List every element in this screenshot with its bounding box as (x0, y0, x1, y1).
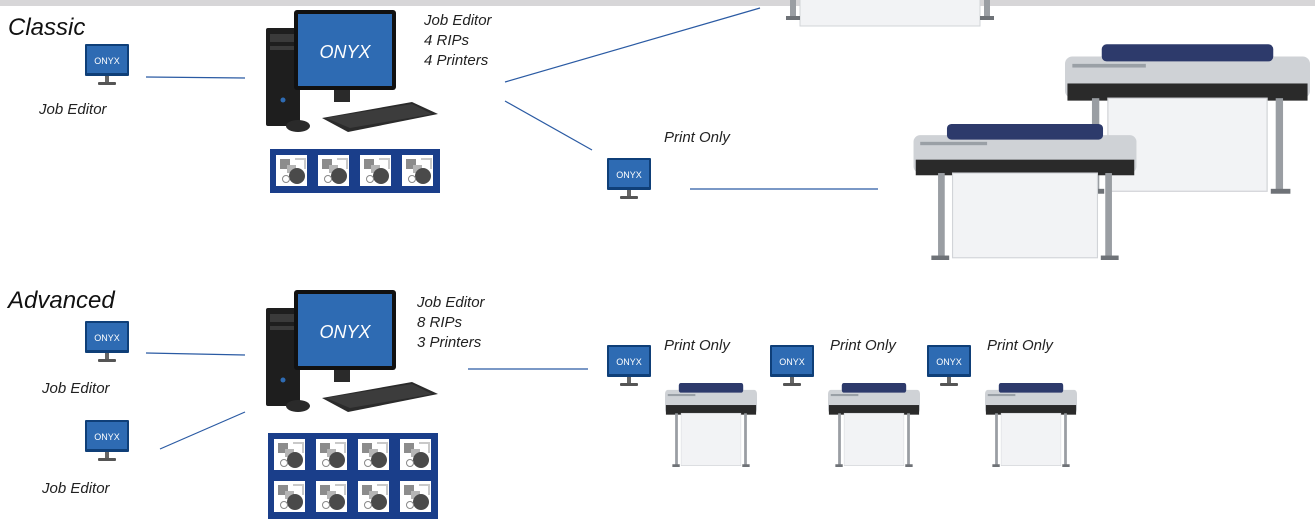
large-format-printer-icon (984, 382, 1078, 468)
onyx-logo: ONYX (616, 170, 642, 180)
server-info-line: 3 Printers (417, 334, 482, 351)
monitor-icon: ONYX (85, 44, 129, 88)
advanced-client1-link (145, 352, 246, 356)
monitor-icon: ONYX (770, 345, 814, 389)
onyx-logo: ONYX (779, 357, 805, 367)
classic-client-link (145, 76, 246, 79)
onyx-logo: ONYX (94, 56, 120, 66)
desktop-computer-icon: ONYX (262, 290, 444, 416)
classic-server-info: Job Editor 4 RIPs 4 Printers (424, 11, 492, 71)
large-format-printer-icon (664, 382, 758, 468)
onyx-logo: ONYX (94, 333, 120, 343)
server-info-line: 4 RIPs (424, 32, 470, 49)
monitor-icon: ONYX (85, 321, 129, 365)
monitor-icon: ONYX (927, 345, 971, 389)
classic-printer-link-top (504, 7, 761, 83)
advanced-server-info: Job Editor 8 RIPs 3 Printers (417, 293, 485, 353)
rip-module-group (270, 149, 440, 193)
onyx-logo: ONYX (616, 357, 642, 367)
desktop-computer-icon: ONYX (262, 10, 444, 136)
onyx-logo: ONYX (319, 322, 371, 342)
monitor-icon: ONYX (85, 420, 129, 464)
onyx-logo: ONYX (936, 357, 962, 367)
section-title-classic: Classic (8, 14, 86, 41)
classic-print-only-label: Print Only (664, 129, 730, 146)
server-info-line: Job Editor (417, 294, 485, 311)
advanced-print-only-label: Print Only (664, 337, 730, 354)
large-format-printer-icon (905, 123, 1145, 261)
server-info-line: 8 RIPs (417, 314, 463, 331)
onyx-logo: ONYX (319, 42, 371, 62)
advanced-client2-link (159, 411, 246, 450)
large-format-printer-icon (827, 382, 921, 468)
server-info-line: Job Editor (424, 12, 492, 29)
classic-client-label: Job Editor (39, 101, 107, 118)
onyx-logo: ONYX (94, 432, 120, 442)
advanced-print-only-label: Print Only (987, 337, 1053, 354)
classic-print-only-link (504, 100, 593, 151)
rip-module-group (268, 433, 438, 519)
section-title-advanced: Advanced (8, 287, 115, 314)
advanced-client-label: Job Editor (42, 480, 110, 497)
top-bar (0, 0, 1315, 6)
advanced-print-only-label: Print Only (830, 337, 896, 354)
monitor-icon: ONYX (607, 345, 651, 389)
large-format-printer-icon (780, 0, 1000, 30)
server-info-line: 4 Printers (424, 52, 489, 69)
advanced-client-label: Job Editor (42, 380, 110, 397)
monitor-icon: ONYX (607, 158, 651, 202)
